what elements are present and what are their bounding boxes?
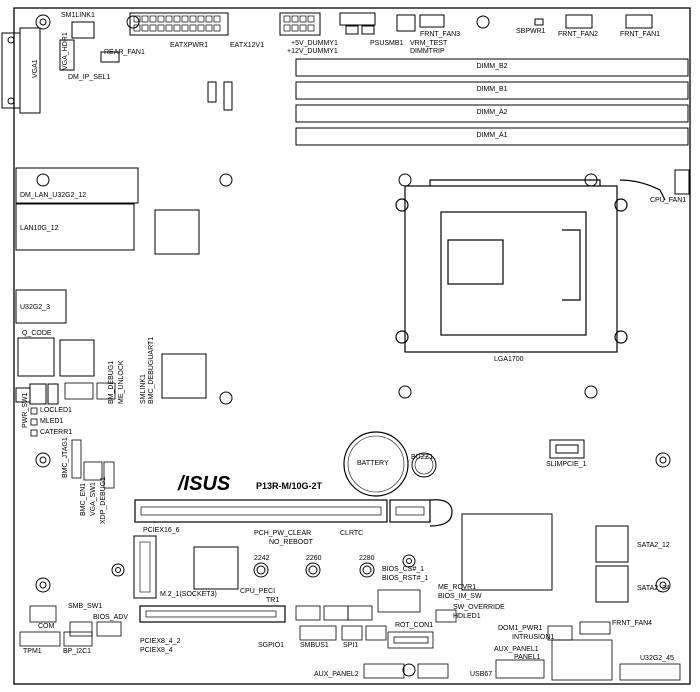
label-sata2-34: SATA2_34 bbox=[637, 585, 670, 592]
label-me-rcvr1: ME_RCVR1 bbox=[438, 584, 477, 591]
label-rot-con1: ROT_CON1 bbox=[395, 622, 434, 629]
label-battery: BATTERY bbox=[357, 460, 389, 467]
label-tpm1: TPM1 bbox=[23, 648, 42, 655]
label-tr1: TR1 bbox=[266, 597, 280, 604]
label-mled1: MLED1 bbox=[40, 418, 64, 425]
label-buzz1: BUZZ1 bbox=[411, 454, 434, 461]
label-eatx12v1: EATX12V1 bbox=[230, 42, 265, 49]
label-psusmb1: PSUSMB1 bbox=[370, 40, 404, 47]
label-pciex8-4-2: PCIEX8_4_2 bbox=[140, 638, 181, 645]
label-cpu-fan1: CPU_FAN1 bbox=[650, 197, 687, 204]
label-com: COM bbox=[38, 623, 55, 630]
label-dm-lan: DM_LAN_U32G2_12 bbox=[20, 192, 87, 199]
label-u32g2-45: U32G2_45 bbox=[640, 655, 674, 662]
label-xdp-debug1: XDP_DEBUG1 bbox=[100, 476, 107, 524]
label-smbus1: SMBUS1 bbox=[300, 642, 329, 649]
label-aux-panel1: AUX_PANEL1 bbox=[494, 646, 539, 653]
label-sm1link1: SM1LINK1 bbox=[61, 12, 95, 19]
board-model: P13R-M/10G-2T bbox=[256, 481, 323, 491]
label-bios-im-sw: BIOS_IM_SW bbox=[438, 593, 482, 600]
label-vrm-test: VRM_TEST bbox=[410, 40, 448, 47]
label-bios-cs: BIOS_CS#_1 bbox=[382, 566, 425, 573]
label-pciex16-6: PCIEX16_6 bbox=[143, 527, 180, 534]
label-sbpwr1: SBPWR1 bbox=[516, 28, 546, 35]
label-frnt-fan2: FRNT_FAN2 bbox=[558, 31, 599, 38]
label-lan10g: LAN10G_12 bbox=[20, 225, 59, 232]
label-dom1-pwr1: DOM1_PWR1 bbox=[498, 625, 543, 632]
label-q-code: Q_CODE bbox=[22, 330, 52, 337]
label-dimmtrip: DIMMTRIP bbox=[410, 48, 445, 55]
label-clrtc: CLRTC bbox=[340, 530, 364, 537]
label-dummy2: +12V_DUMMY1 bbox=[287, 48, 338, 55]
label-vga-sw1: VGA_SW1 bbox=[90, 482, 97, 516]
label-vga1: VGA1 bbox=[32, 59, 39, 78]
dimm-a2: DIMM_A2 bbox=[476, 109, 508, 116]
label-pch-pw-clear: PCH_PW_CLEAR bbox=[254, 530, 312, 537]
label-frnt-fan3: FRNT_FAN3 bbox=[420, 31, 461, 38]
label-lga1700: LGA1700 bbox=[494, 356, 524, 363]
label-slimpcie1: SLIMPCIE_1 bbox=[546, 461, 587, 468]
label-u32g2-3: U32G2_3 bbox=[20, 304, 50, 311]
label-smlink1: SMLINK1 bbox=[140, 374, 147, 404]
dimm-b2: DIMM_B2 bbox=[476, 63, 508, 70]
label-locled1: LOCLED1 bbox=[40, 407, 72, 414]
label-dummy1: +5V_DUMMY1 bbox=[291, 40, 338, 47]
label-spi1: SPI1 bbox=[343, 642, 359, 649]
label-dm-ip-sel1: DM_IP_SEL1 bbox=[68, 74, 111, 81]
label-frnt-fan4: FRNT_FAN4 bbox=[612, 620, 653, 627]
label-bmc-jtag1: BMC_JTAG1 bbox=[62, 437, 69, 478]
label-bp-i2c1: BP_I2C1 bbox=[63, 648, 92, 655]
label-bm-debug1: BM_DEBUG1 bbox=[108, 360, 115, 404]
label-aux-panel2: AUX_PANEL2 bbox=[314, 671, 359, 678]
label-bmc-en1: BMC_EN1 bbox=[80, 482, 87, 516]
label-usb67: USB67 bbox=[470, 671, 493, 678]
label-no-reboot: NO_REBOOT bbox=[269, 539, 313, 546]
label-smb-sw1: SMB_SW1 bbox=[68, 603, 103, 610]
label-bios-rst: BIOS_RST#_1 bbox=[382, 575, 429, 582]
label-caterr1: CATERR1 bbox=[40, 429, 73, 436]
dimm-a1: DIMM_A1 bbox=[476, 132, 508, 139]
label-me-unlock: ME_UNLOCK bbox=[118, 360, 125, 404]
label-bios-adv: BIOS_ADV bbox=[93, 614, 129, 621]
label-m2-2260: 2260 bbox=[306, 555, 322, 562]
label-sw-override: SW_OVERRIDE bbox=[453, 604, 505, 611]
label-sata2-12: SATA2_12 bbox=[637, 542, 670, 549]
label-panel1: PANEL1 bbox=[514, 654, 541, 661]
label-frnt-fan1: FRNT_FAN1 bbox=[620, 31, 661, 38]
label-m2-2242: 2242 bbox=[254, 555, 270, 562]
label-m2-socket: M.2_1(SOCKET3) bbox=[160, 591, 217, 598]
label-rear-fan1: REAR_FAN1 bbox=[104, 49, 145, 56]
label-bmc-debuguart1: BMC_DEBUGUART1 bbox=[148, 336, 155, 404]
label-eatxpwr1: EATXPWR1 bbox=[170, 42, 208, 49]
label-hdled1: HDLED1 bbox=[453, 613, 481, 620]
label-pwr-sw1: PWR_SW1 bbox=[22, 392, 29, 428]
label-cpu-peci: CPU_PECI bbox=[240, 588, 276, 595]
label-sgpio1: SGPIO1 bbox=[258, 642, 285, 649]
label-pciex8-4: PCIEX8_4 bbox=[140, 647, 173, 654]
label-intrusion1: INTRUSION1 bbox=[512, 634, 555, 641]
label-vga-hdr1: VGA_HDR1 bbox=[62, 32, 69, 70]
label-m2-2280: 2280 bbox=[359, 555, 375, 562]
dimm-b1: DIMM_B1 bbox=[476, 86, 508, 93]
asus-logo: /ISUS bbox=[177, 473, 231, 495]
